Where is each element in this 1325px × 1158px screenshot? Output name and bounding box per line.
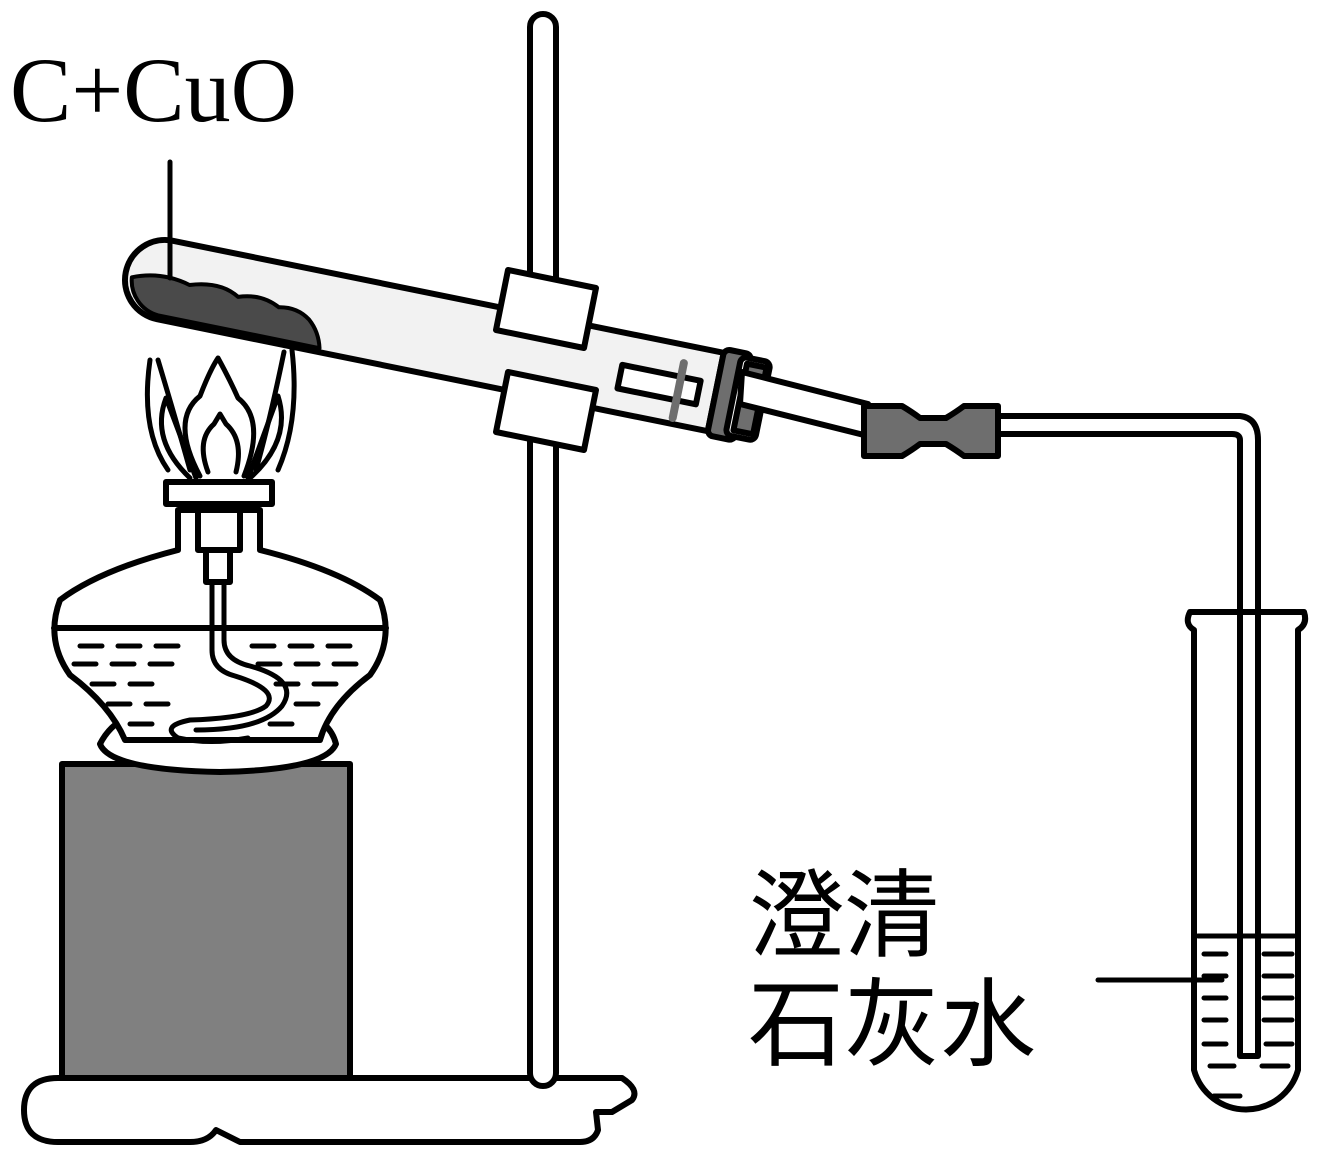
receiving-test-tube bbox=[1184, 609, 1309, 1113]
lamp-liquid-dashes bbox=[71, 643, 359, 727]
limewater-label-line1: 澄清 bbox=[748, 860, 940, 972]
lamp-collar bbox=[163, 479, 275, 507]
carbon-copper-oxide-powder bbox=[129, 273, 322, 351]
lamp-wick-holder bbox=[195, 507, 243, 553]
lamp-flame bbox=[144, 347, 297, 481]
limewater-label-line2: 石灰水 bbox=[748, 969, 1036, 1082]
wooden-block bbox=[59, 761, 353, 1081]
limewater-dashes bbox=[1201, 951, 1295, 1099]
rubber-connector bbox=[861, 403, 1001, 459]
inner-tube-mark bbox=[668, 359, 688, 422]
clamp bbox=[493, 267, 599, 453]
lamp-stem bbox=[203, 547, 233, 585]
iron-stand-base bbox=[21, 1075, 638, 1145]
limewater-label: 澄清 石灰水 bbox=[748, 860, 1036, 1082]
delivery-tube-horizontal bbox=[995, 413, 1261, 1059]
lamp-wick bbox=[168, 579, 290, 744]
iron-stand-rod bbox=[527, 11, 559, 1089]
reagent-label: C+CuO bbox=[10, 39, 298, 141]
